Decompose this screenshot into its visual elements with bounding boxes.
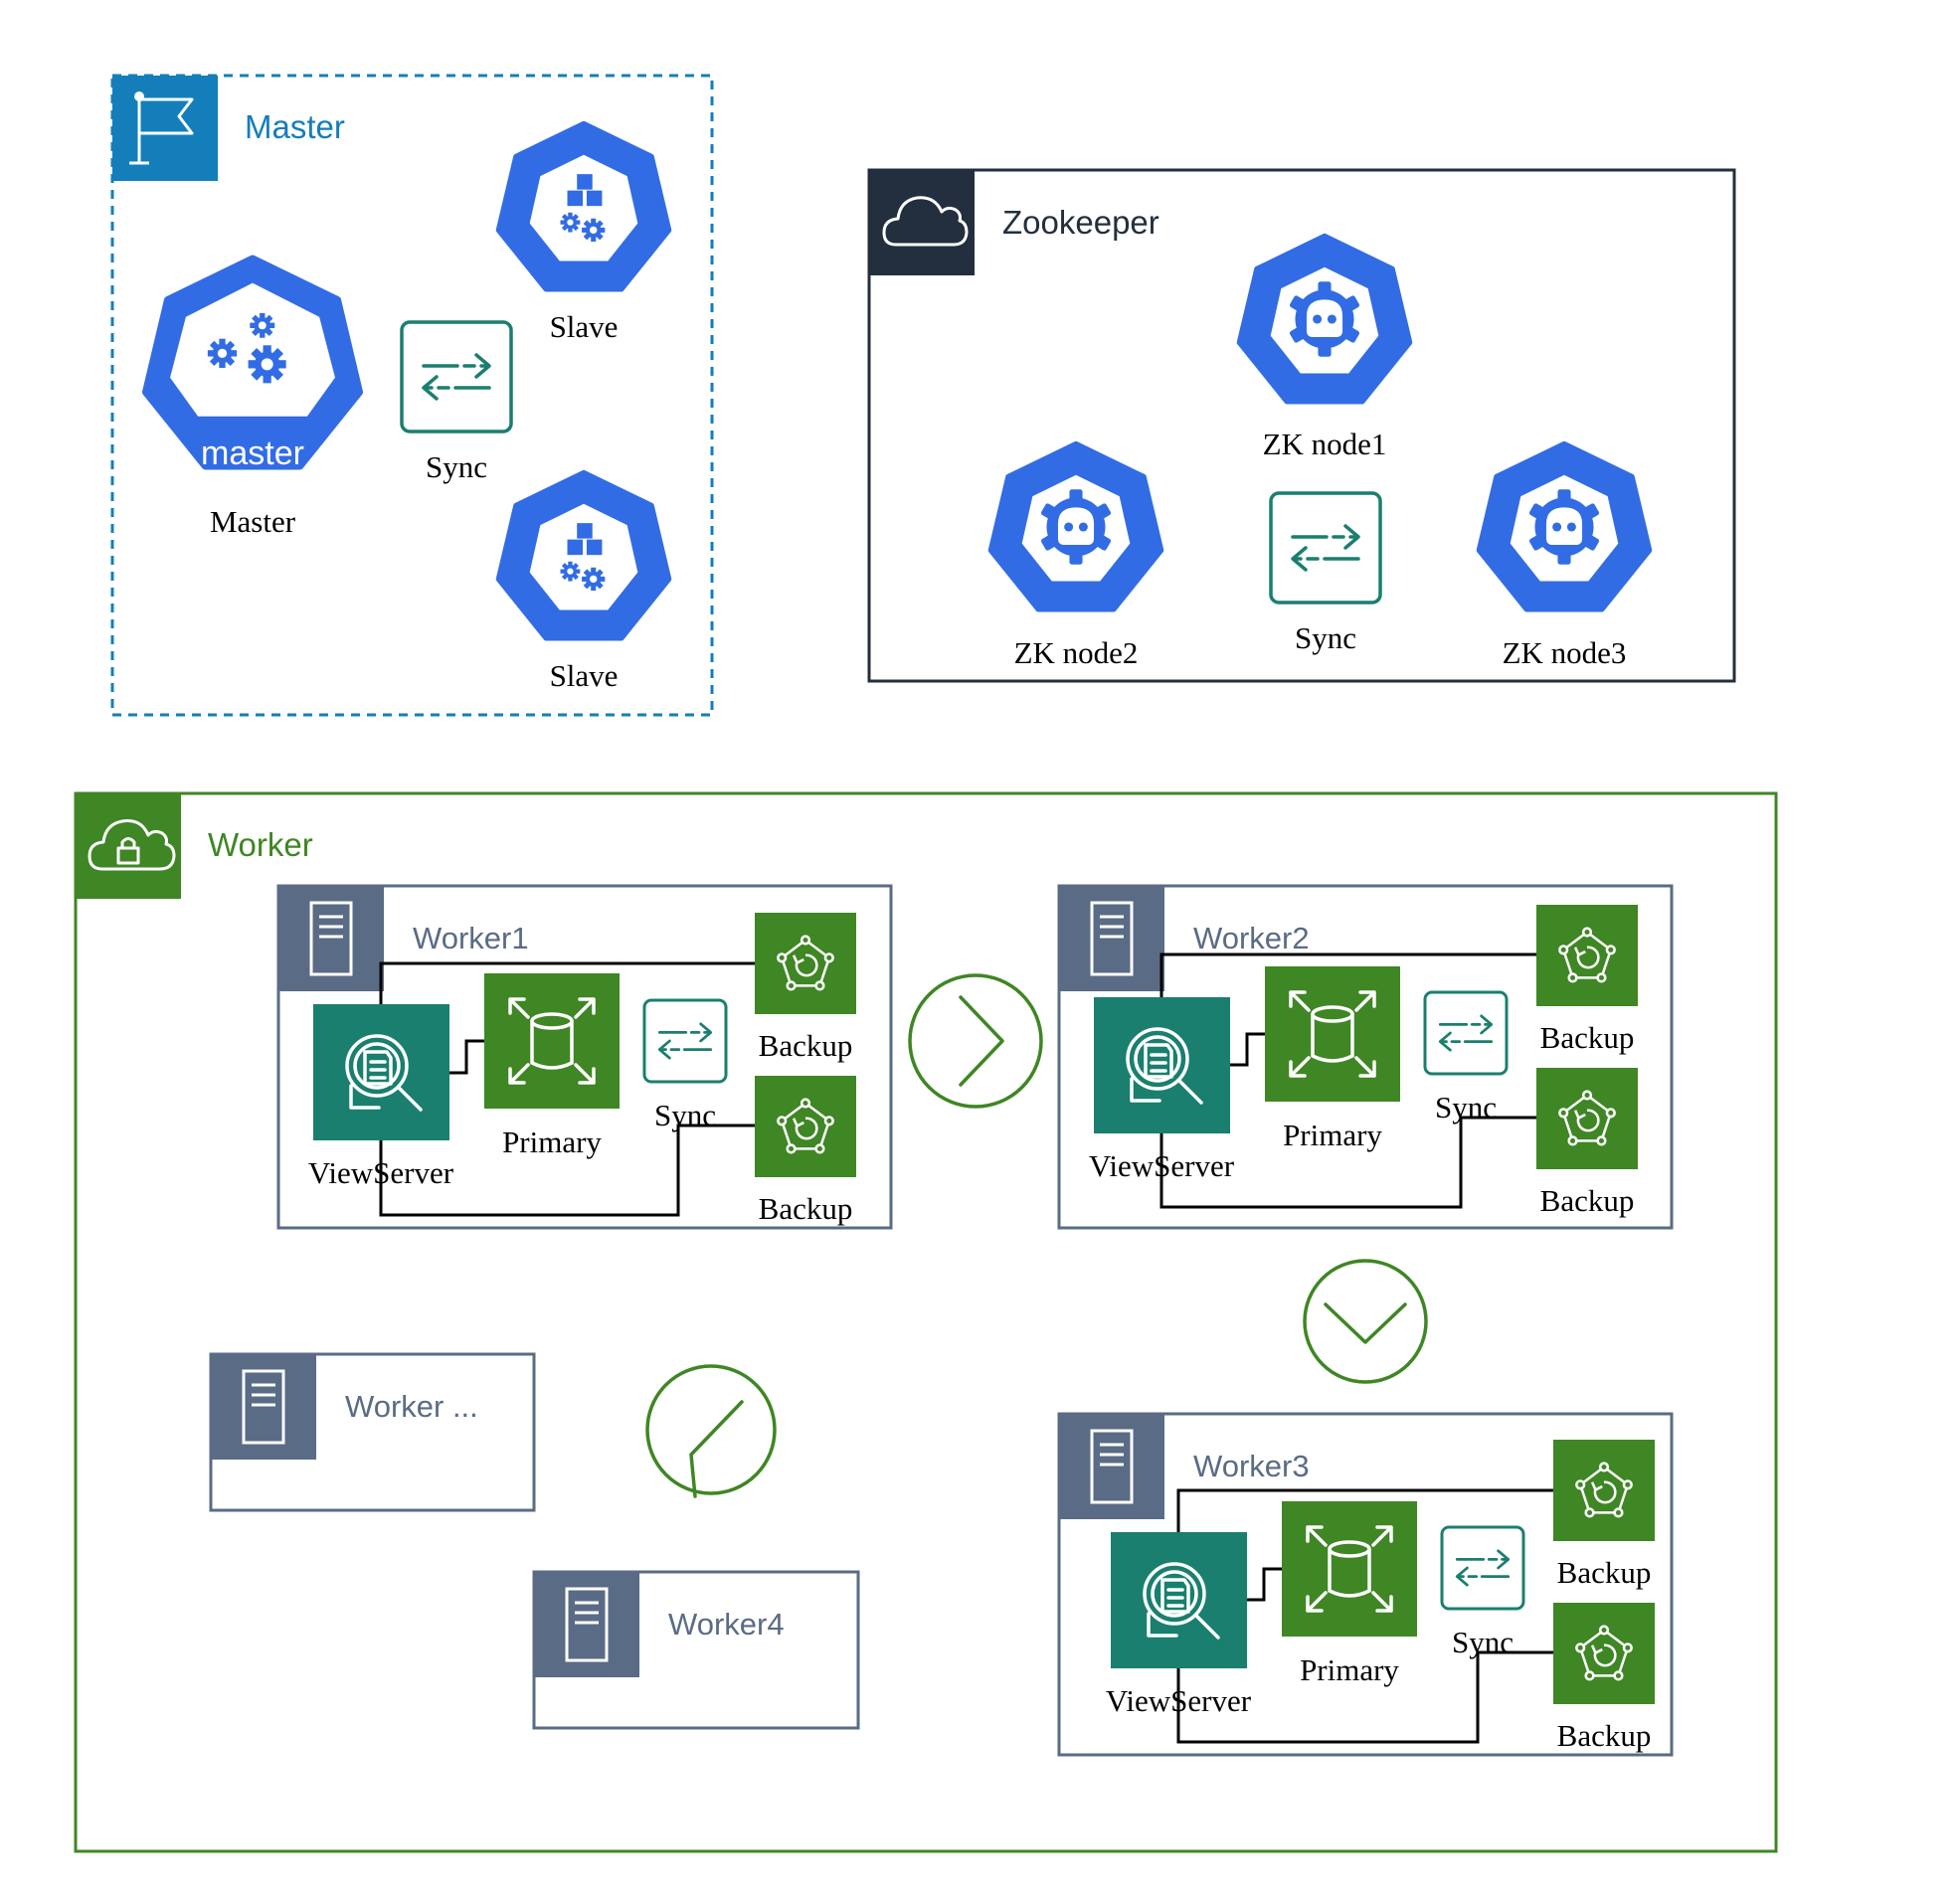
zk-sync-label: Sync bbox=[1295, 620, 1356, 655]
master-badge-text: master bbox=[201, 434, 304, 472]
worker3-box: Worker3 ViewServer Primary Sync bbox=[1057, 1412, 1674, 1757]
worker2-backup1-label: Backup bbox=[1540, 1020, 1635, 1055]
worker-group-title: Worker bbox=[208, 826, 313, 863]
backup-icon bbox=[755, 1076, 856, 1177]
slave-bottom-label: Slave bbox=[550, 658, 619, 693]
worker2-primary-label: Primary bbox=[1283, 1118, 1382, 1152]
worker4-box: Worker4 bbox=[532, 1570, 860, 1730]
master-sync-label: Sync bbox=[426, 449, 487, 484]
worker4-title: Worker4 bbox=[668, 1607, 785, 1642]
flag-icon bbox=[129, 91, 194, 165]
worker3-sync-label: Sync bbox=[1452, 1625, 1514, 1659]
worker1-connectors bbox=[379, 961, 755, 1217]
worker-more-box: Worker ... bbox=[209, 1352, 536, 1512]
worker1-sync-label: Sync bbox=[654, 1098, 716, 1132]
sync-arrows-icon bbox=[1440, 1525, 1525, 1611]
master-group-title: Master bbox=[245, 108, 345, 145]
worker1-backup2-label: Backup bbox=[759, 1191, 853, 1226]
search-document-icon bbox=[1111, 1532, 1247, 1668]
chevron-up-left-icon bbox=[645, 1364, 777, 1498]
worker1-title: Worker1 bbox=[413, 921, 529, 955]
worker3-title: Worker3 bbox=[1193, 1449, 1310, 1483]
backup-icon bbox=[1536, 1068, 1638, 1169]
zk-node2-label: ZK node2 bbox=[1014, 635, 1139, 670]
zookeeper-group-title: Zookeeper bbox=[1002, 204, 1159, 241]
zookeeper-group-border bbox=[867, 168, 1736, 683]
cloud-icon bbox=[882, 196, 969, 247]
database-icon bbox=[484, 973, 620, 1109]
zk-node1-label: ZK node1 bbox=[1263, 427, 1387, 461]
database-icon bbox=[1282, 1501, 1417, 1637]
search-document-icon bbox=[313, 1004, 449, 1140]
sync-arrows-icon bbox=[642, 998, 728, 1084]
slave-top-label: Slave bbox=[550, 309, 619, 344]
worker1-viewserver-label: ViewServer bbox=[308, 1155, 454, 1190]
worker3-backup2-label: Backup bbox=[1557, 1718, 1652, 1753]
worker3-connectors bbox=[1176, 1488, 1553, 1744]
zk-node3-label: ZK node3 bbox=[1503, 635, 1627, 670]
worker3-backup1-label: Backup bbox=[1557, 1555, 1652, 1590]
search-document-icon bbox=[1094, 997, 1230, 1133]
kubernetes-node-icon bbox=[499, 124, 669, 289]
kubernetes-master-icon bbox=[146, 259, 360, 466]
worker1-box: Worker1 ViewServer Primary bbox=[276, 884, 893, 1230]
database-icon bbox=[1265, 966, 1400, 1102]
worker1-backup1-label: Backup bbox=[759, 1028, 853, 1063]
chevron-right-icon bbox=[908, 973, 1043, 1109]
kubernetes-node-icon bbox=[499, 473, 669, 638]
worker2-backup2-label: Backup bbox=[1540, 1183, 1635, 1218]
worker2-box: Worker2 ViewServer Primary Sync bbox=[1057, 884, 1674, 1230]
worker3-viewserver-label: ViewServer bbox=[1106, 1683, 1252, 1718]
backup-icon bbox=[1553, 1440, 1655, 1541]
worker-group: Worker Worker1 ViewServer bbox=[74, 791, 1778, 1853]
worker2-title: Worker2 bbox=[1193, 921, 1310, 955]
sync-arrows-icon bbox=[1423, 990, 1509, 1076]
etcd-icon bbox=[1240, 237, 1410, 402]
worker-more-title: Worker ... bbox=[345, 1389, 478, 1424]
worker-group-border bbox=[74, 791, 1778, 1853]
master-group-badge bbox=[112, 76, 218, 181]
worker2-connectors bbox=[1159, 952, 1536, 1209]
backup-icon bbox=[755, 913, 856, 1014]
backup-icon bbox=[1536, 905, 1638, 1006]
worker2-viewserver-label: ViewServer bbox=[1089, 1148, 1235, 1183]
master-group: Master master Master Slave bbox=[110, 74, 714, 717]
backup-icon bbox=[1553, 1603, 1655, 1704]
cloud-lock-icon bbox=[88, 819, 176, 871]
sync-arrows-icon bbox=[400, 320, 513, 433]
etcd-icon bbox=[1480, 444, 1650, 609]
master-node-label: Master bbox=[210, 504, 296, 539]
sync-arrows-icon bbox=[1269, 491, 1382, 605]
chevron-down-icon bbox=[1303, 1259, 1428, 1384]
worker3-primary-label: Primary bbox=[1300, 1652, 1399, 1687]
zookeeper-group: Zookeeper ZK node1 ZK node2 ZK node3 Syn… bbox=[867, 168, 1736, 683]
worker2-sync-label: Sync bbox=[1435, 1090, 1497, 1124]
zookeeper-group-badge bbox=[869, 170, 975, 275]
worker1-primary-label: Primary bbox=[502, 1124, 602, 1159]
etcd-icon bbox=[991, 444, 1161, 609]
